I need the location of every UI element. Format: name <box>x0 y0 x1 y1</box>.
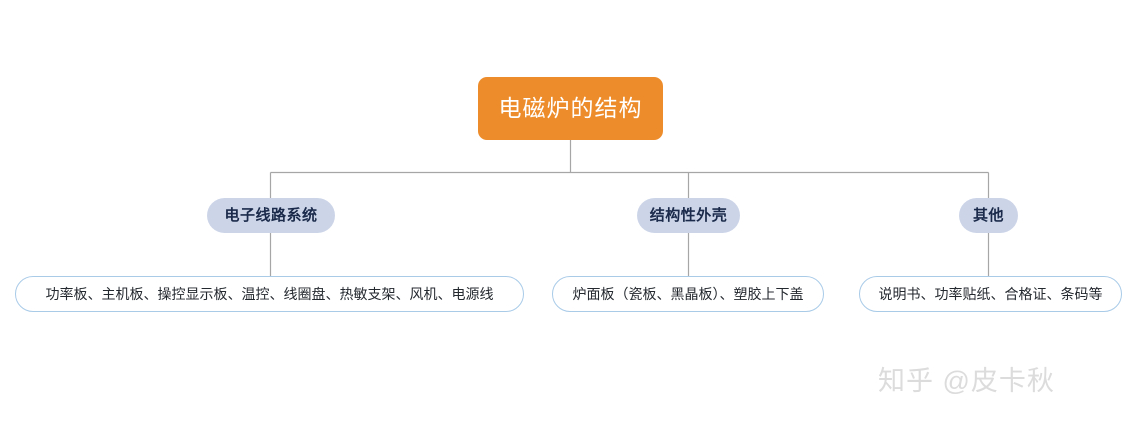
leaf-node-label: 炉面板（瓷板、黑晶板）、塑胶上下盖 <box>572 286 804 302</box>
leaf-node-other-items[interactable]: 说明书、功率贴纸、合格证、条码等 <box>859 276 1122 312</box>
branch-node-other[interactable]: 其他 <box>959 198 1018 233</box>
branch-node-label: 电子线路系统 <box>224 207 318 224</box>
branch-node-label: 结构性外壳 <box>649 207 728 224</box>
root-node-label: 电磁炉的结构 <box>498 95 643 121</box>
leaf-node-label: 说明书、功率贴纸、合格证、条码等 <box>878 286 1103 302</box>
branch-node-label: 其他 <box>972 207 1004 224</box>
leaf-node-structural-shell-items[interactable]: 炉面板（瓷板、黑晶板）、塑胶上下盖 <box>552 276 824 312</box>
root-node[interactable]: 电磁炉的结构 <box>478 77 663 140</box>
branch-node-structural-shell[interactable]: 结构性外壳 <box>637 198 740 233</box>
leaf-node-electronics-items[interactable]: 功率板、主机板、操控显示板、温控、线圈盘、热敏支架、风机、电源线 <box>15 276 524 312</box>
branch-node-electronics[interactable]: 电子线路系统 <box>207 198 335 233</box>
leaf-node-label: 功率板、主机板、操控显示板、温控、线圈盘、热敏支架、风机、电源线 <box>45 286 494 302</box>
watermark: 知乎 @皮卡秋 <box>878 366 1055 396</box>
